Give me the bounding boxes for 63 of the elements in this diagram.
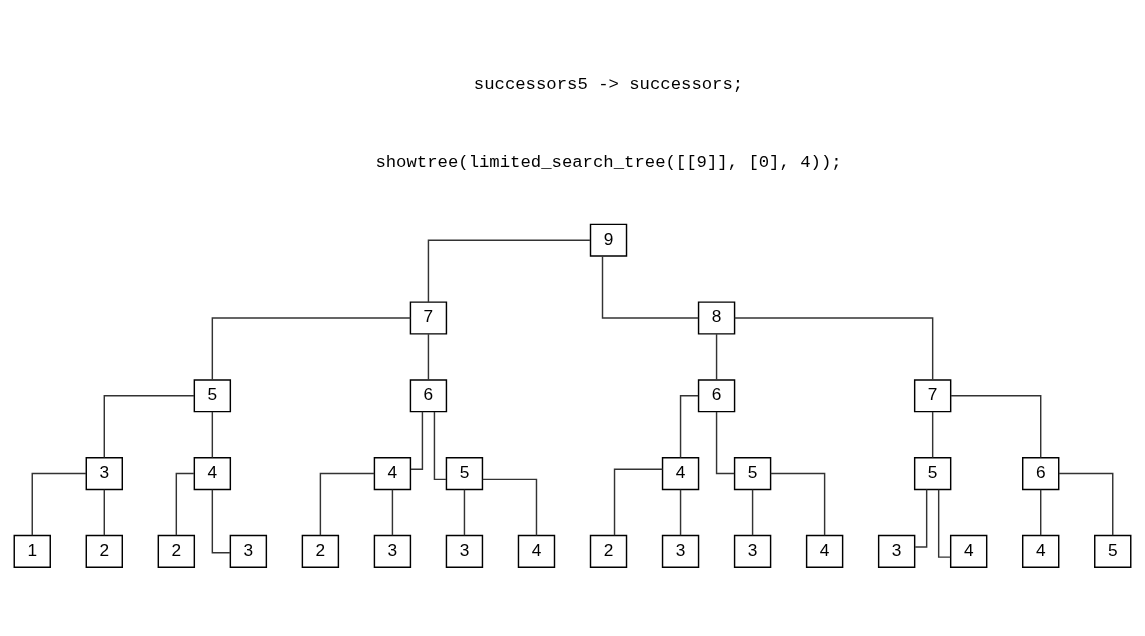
connector (481, 478, 538, 537)
node-box: 4 (193, 457, 232, 491)
node-box: 4 (949, 534, 988, 568)
connector (613, 468, 664, 536)
connector (679, 395, 699, 459)
connector (1058, 472, 1114, 536)
node-box: 3 (229, 534, 268, 568)
node-box: 6 (1022, 457, 1060, 491)
node-box: 3 (877, 534, 916, 568)
node-box: 2 (85, 534, 123, 568)
label: successors5 -> successors; (473, 75, 744, 95)
node-box: 4 (661, 457, 700, 491)
node-box: 5 (733, 457, 772, 491)
connector (914, 488, 928, 548)
connector (1040, 489, 1042, 536)
connector (770, 472, 826, 536)
node-box: 1 (13, 534, 51, 568)
node-box: 2 (157, 534, 196, 568)
connector (211, 317, 412, 381)
connector (103, 395, 195, 459)
node-box: 4 (517, 534, 556, 568)
node-box: 5 (193, 379, 232, 413)
connector (31, 472, 87, 536)
node-box: 5 (1094, 534, 1132, 568)
connector (937, 488, 951, 558)
node-box: 8 (697, 301, 736, 335)
connector (175, 472, 195, 536)
node-box: 5 (913, 457, 952, 491)
connector (931, 411, 934, 459)
connector (319, 472, 375, 536)
connector (103, 489, 105, 536)
connector (601, 255, 699, 319)
node-box: 6 (409, 379, 448, 413)
node-box: 3 (373, 534, 412, 568)
connector (679, 489, 682, 536)
node-box: 5 (445, 457, 484, 491)
node-box: 4 (805, 534, 844, 568)
connector (391, 489, 394, 536)
label: showtree(limited_search_tree([[9]], [0], 4)); (375, 152, 842, 172)
connector (433, 411, 447, 481)
node-box: 2 (589, 534, 628, 568)
connector (410, 411, 424, 470)
connector (211, 488, 231, 554)
connector (427, 333, 430, 381)
node-box: 4 (373, 457, 412, 491)
node-box: 3 (733, 534, 772, 568)
connector (733, 317, 934, 381)
connector (463, 489, 466, 536)
connector (211, 411, 214, 459)
node-box: 6 (697, 379, 736, 413)
connector (751, 489, 754, 536)
node-box: 9 (589, 223, 628, 257)
node-box: 3 (661, 534, 700, 568)
node-box: 7 (913, 379, 952, 413)
node-box: 4 (1022, 534, 1060, 568)
connector (715, 333, 718, 381)
node-box: 7 (409, 301, 448, 335)
node-box: 2 (301, 534, 340, 568)
connector (427, 239, 591, 303)
connector (715, 411, 735, 475)
node-box: 3 (85, 457, 123, 491)
connector (950, 395, 1042, 459)
node-box: 3 (445, 534, 484, 568)
